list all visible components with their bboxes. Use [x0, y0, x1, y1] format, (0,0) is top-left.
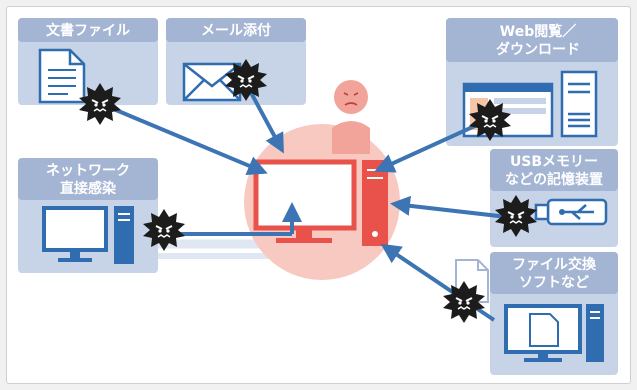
source-file-sharing: ファイル交換 ソフトなど [490, 252, 618, 375]
infected-computer [244, 80, 400, 280]
web-label-bar [446, 18, 618, 62]
usb-drive-icon [534, 198, 608, 226]
usb-label-line1: USBメモリー [510, 154, 598, 170]
infection-routes-diagram: 文書ファイル メール添付 Web閲覧／ ダウンロード [18, 18, 618, 375]
usb-label-line2: などの記憶装置 [505, 171, 603, 188]
network-label-line1: ネットワーク [46, 163, 130, 179]
document-file-label: 文書ファイル [46, 22, 130, 39]
arrow-from-web [374, 118, 489, 173]
arrow-from-usb [390, 195, 517, 220]
document-icon [38, 48, 86, 104]
fileshare-label-line2: ソフトなど [519, 275, 589, 291]
victim-monitor-icon [253, 159, 357, 243]
fileshare-label-bar [490, 252, 618, 294]
network-label-line2: 直接感染 [60, 180, 117, 197]
source-email-attachment: メール添付 [166, 18, 306, 105]
email-label-bar [166, 18, 306, 42]
source-usb-storage: USBメモリー などの記憶装置 [490, 149, 618, 247]
pc-tower-icon [114, 206, 134, 264]
source-network: ネットワーク 直接感染 [18, 158, 158, 273]
fileshare-pc-tower-icon [586, 304, 604, 362]
web-browsing-label-line1: Web閲覧／ [500, 23, 576, 40]
document-label-bar [18, 18, 158, 42]
server-tower-icon [560, 70, 598, 138]
fileshare-label-line1: ファイル交換 [512, 256, 597, 273]
arrow-from-document [91, 98, 268, 176]
victim-pc-tower-icon [362, 160, 388, 246]
worried-person-icon [332, 80, 370, 154]
shared-monitor-icon [504, 304, 582, 362]
network-label-bar [18, 158, 158, 200]
usb-label-bar [490, 149, 618, 191]
web-browsing-label-line2: ダウンロード [496, 41, 580, 58]
monitor-icon [42, 206, 108, 262]
email-attachment-label: メール添付 [201, 22, 271, 39]
source-document-file: 文書ファイル [18, 18, 158, 105]
browser-window-icon [462, 82, 554, 138]
